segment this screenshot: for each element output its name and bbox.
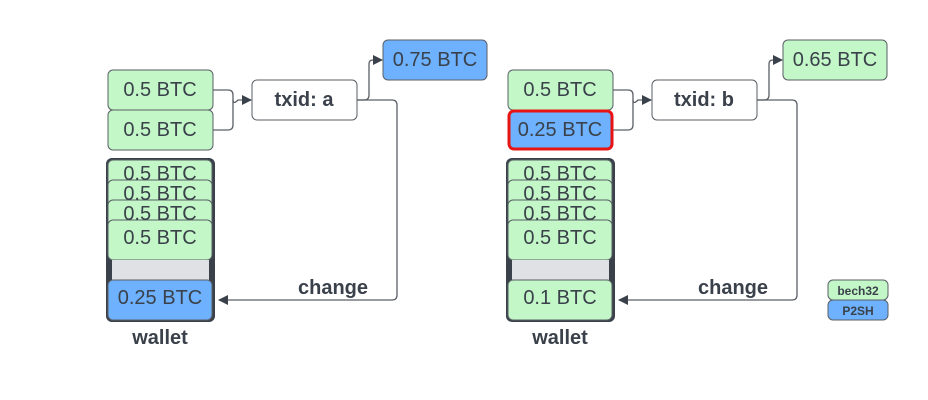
- change-connector: [218, 99, 398, 305]
- output-connector: [757, 55, 783, 101]
- svg-text:0.75 BTC: 0.75 BTC: [393, 49, 477, 71]
- input-coin: 0.5 BTC: [107, 109, 214, 151]
- wallet-coin: 0.5 BTC: [123, 183, 196, 205]
- wallet-coin-labels: 0.5 BTC 0.5 BTC 0.5 BTC 0.5 BTC: [123, 163, 196, 249]
- svg-text:txid: a: txid: a: [275, 89, 335, 111]
- input-connector: [613, 89, 652, 105]
- input-coin: 0.5 BTC: [507, 69, 614, 111]
- wallet: 0.5 BTC 0.5 BTC 0.5 BTC 0.5 BTC 0.25 BTC: [106, 158, 215, 322]
- wallet-coin: 0.5 BTC: [123, 227, 196, 249]
- svg-text:0.65 BTC: 0.65 BTC: [793, 49, 877, 71]
- input-connector: [213, 89, 252, 105]
- svg-text:0.5 BTC: 0.5 BTC: [523, 79, 596, 101]
- svg-text:0.25 BTC: 0.25 BTC: [518, 119, 602, 141]
- svg-text:0.5 BTC: 0.5 BTC: [123, 119, 196, 141]
- wallet-coin: 0.5 BTC: [523, 163, 596, 185]
- change-coin: 0.25 BTC: [118, 287, 202, 309]
- change-connector: [618, 99, 798, 305]
- transaction-box: txid: a: [251, 79, 358, 121]
- change-label: change: [698, 277, 768, 299]
- svg-text:txid: b: txid: b: [674, 89, 734, 111]
- wallet-coin: 0.5 BTC: [523, 183, 596, 205]
- input-coin: 0.5 BTC: [107, 69, 214, 111]
- change-coin: 0.1 BTC: [523, 287, 596, 309]
- output-connector: [357, 55, 383, 101]
- legend: bech32 P2SH: [827, 279, 889, 321]
- svg-text:0.5 BTC: 0.5 BTC: [123, 79, 196, 101]
- output-coin: 0.65 BTC: [782, 39, 888, 81]
- wallet: 0.5 BTC 0.5 BTC 0.5 BTC 0.5 BTC 0.1 BTC: [506, 158, 615, 322]
- wallet-label: wallet: [531, 327, 588, 349]
- wallet-coin-labels: 0.5 BTC 0.5 BTC 0.5 BTC 0.5 BTC: [523, 163, 596, 249]
- legend-bech32: bech32: [837, 284, 879, 298]
- legend-p2sh: P2SH: [842, 304, 873, 318]
- wallet-coin: 0.5 BTC: [123, 203, 196, 225]
- change-label: change: [298, 277, 368, 299]
- panel-b: 0.5 BTC 0.25 BTC txid: b 0.65 BTC 0.5 BT…: [506, 39, 888, 349]
- input-coin-highlighted: 0.25 BTC: [507, 109, 614, 151]
- wallet-coin: 0.5 BTC: [523, 227, 596, 249]
- wallet-label: wallet: [131, 327, 188, 349]
- panel-a: 0.5 BTC 0.5 BTC txid: a 0.75 BTC 0.5 BTC…: [106, 39, 488, 349]
- input-connector: [613, 100, 634, 131]
- wallet-coin: 0.5 BTC: [123, 163, 196, 185]
- input-connector: [213, 100, 234, 131]
- transaction-box: txid: b: [651, 79, 758, 121]
- output-coin: 0.75 BTC: [382, 39, 488, 81]
- wallet-coin: 0.5 BTC: [523, 203, 596, 225]
